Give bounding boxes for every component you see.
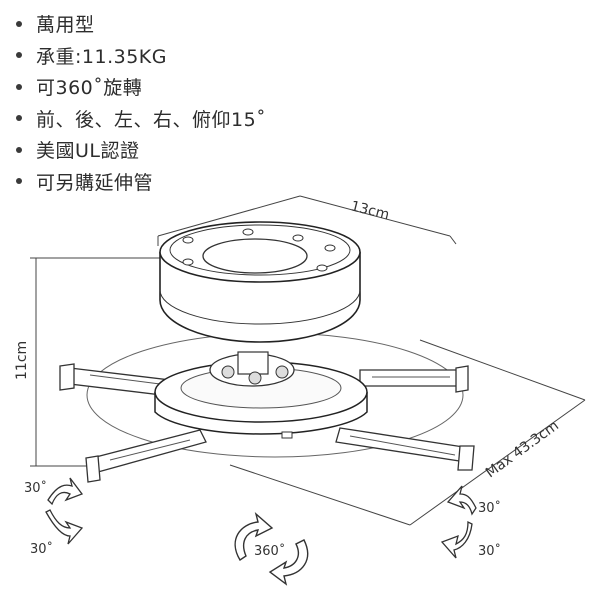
dimension-lines — [30, 195, 586, 526]
bullet-icon — [16, 52, 22, 59]
spec-text: 萬用型 — [36, 14, 95, 37]
spec-text: 前、後、左、右、俯仰15˚ — [36, 108, 267, 131]
tilt-label-left-top: 30˚ — [24, 480, 47, 496]
spec-item-load: 承重:11.35KG — [14, 40, 266, 72]
spec-list: 萬用型 承重:11.35KG 可360˚旋轉 前、後、左、右、俯仰15˚ 美國U… — [14, 8, 266, 197]
tilt-label-right-bottom: 30˚ — [478, 543, 501, 559]
spec-text: 可360˚旋轉 — [36, 77, 143, 100]
spec-item-extension: 可另購延伸管 — [14, 166, 266, 198]
tilt-label-left-bottom: 30˚ — [30, 541, 53, 557]
spec-item-rotation: 可360˚旋轉 — [14, 71, 266, 103]
spec-item-certification: 美國UL認證 — [14, 134, 266, 166]
spec-item-tilt: 前、後、左、右、俯仰15˚ — [14, 103, 266, 135]
bullet-icon — [16, 146, 22, 153]
spec-text: 承重:11.35KG — [36, 45, 167, 68]
spec-item-universal: 萬用型 — [14, 8, 266, 40]
bullet-icon — [16, 115, 22, 122]
bracket-slots — [89, 374, 456, 461]
rotation-arrow-icon — [234, 512, 309, 586]
tilt-label-right-top: 30˚ — [478, 500, 501, 516]
spec-text: 可另購延伸管 — [36, 171, 154, 194]
mount-bracket-arms — [59, 363, 475, 483]
height-dimension-label: 11cm — [14, 341, 30, 380]
tilt-arrow-left-icon — [45, 477, 84, 545]
ceiling-mount-plate — [159, 221, 361, 343]
bullet-icon — [16, 178, 22, 185]
width-dimension-label: 13cm — [349, 198, 391, 223]
reach-dimension-label: Max 43.3cm — [483, 418, 562, 481]
lower-mount-plate — [154, 351, 368, 439]
bullet-icon — [16, 83, 22, 90]
tilt-arrow-right-icon — [440, 485, 477, 559]
bullet-icon — [16, 20, 22, 27]
rotation-label: 360˚ — [254, 543, 285, 559]
spec-text: 美國UL認證 — [36, 140, 140, 163]
